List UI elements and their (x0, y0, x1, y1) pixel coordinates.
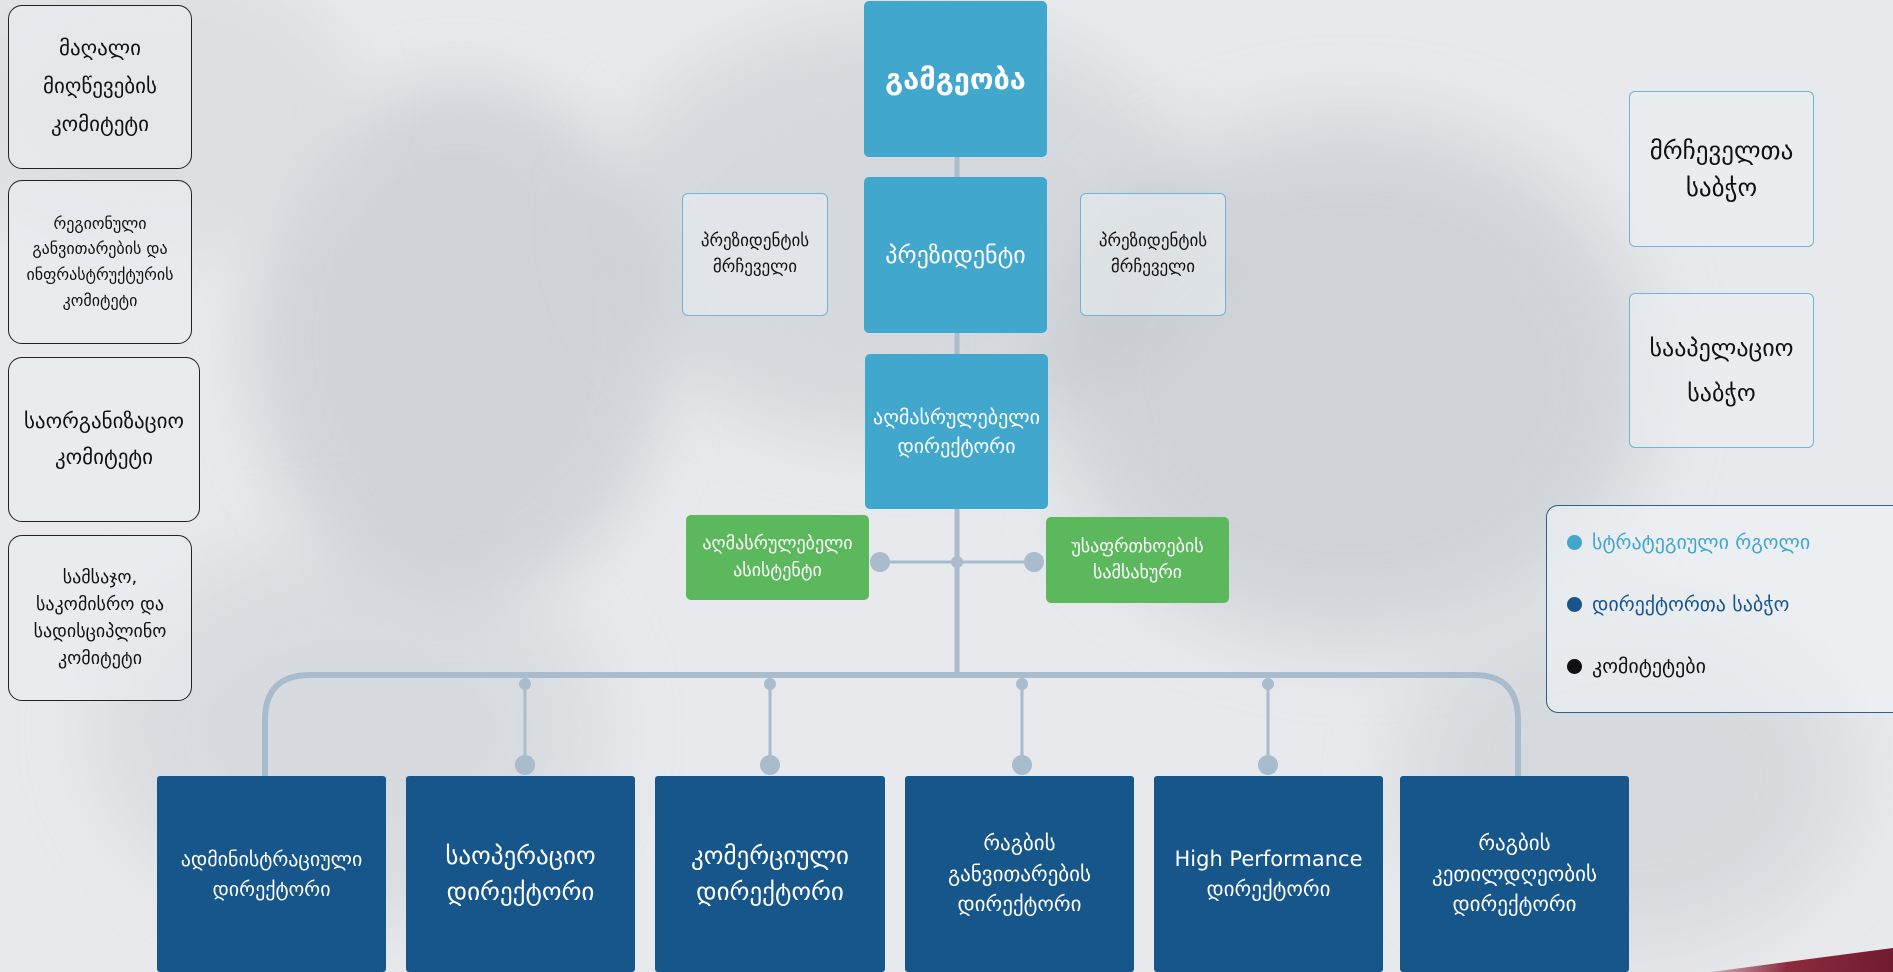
advisory-council-box: მრჩეველთა საბჭო (1629, 91, 1814, 247)
director-high-performance: High Performance დირექტორი (1154, 776, 1383, 972)
committee-judicial-disciplinary: სამსაჯო, საკომისრო და სადისციპლინო კომიტ… (8, 535, 192, 701)
director-operations: საოპერაციო დირექტორი (406, 776, 635, 972)
board-box: გამგეობა (864, 1, 1047, 157)
director-rugby-welfare: რაგბის კეთილდღეობის დირექტორი (1400, 776, 1629, 972)
committee-high-performance: მაღალი მიღწევების კომიტეტი (8, 5, 192, 169)
legend-label-directors: დირექტორთა საბჭო (1592, 592, 1790, 616)
security-service-box: უსაფრთხოების სამსახური (1046, 517, 1229, 603)
committee-regional-development: რეგიონული განვითარების და ინფრასტრუქტური… (8, 180, 192, 344)
legend-dot-directors (1567, 596, 1582, 612)
director-administrative: ადმინისტრაციული დირექტორი (157, 776, 386, 972)
legend-dot-committees (1567, 658, 1582, 674)
director-rugby-development: რაგბის განვითარების დირექტორი (905, 776, 1134, 972)
legend-item-directors: დირექტორთა საბჭო (1567, 592, 1789, 616)
appeals-council-box: სააპელაციო საბჭო (1629, 293, 1814, 448)
legend-label-committees: კომიტეტები (1592, 654, 1706, 678)
legend: სტრატეგიული რგოლი დირექტორთა საბჭო კომიტ… (1546, 505, 1893, 713)
president-advisor-right: პრეზიდენტის მრჩეველი (1080, 193, 1226, 316)
president-advisor-left: პრეზიდენტის მრჩეველი (682, 193, 828, 316)
committee-organizational: საორგანიზაციო კომიტეტი (8, 357, 200, 522)
executive-director-box: აღმასრულებელი დირექტორი (865, 354, 1048, 509)
legend-item-strategic: სტრატეგიული რგოლი (1567, 530, 1810, 554)
president-box: პრეზიდენტი (864, 177, 1047, 333)
legend-dot-strategic (1567, 534, 1582, 550)
director-commercial: კომერციული დირექტორი (655, 776, 885, 972)
legend-item-committees: კომიტეტები (1567, 654, 1706, 678)
executive-assistant-box: აღმასრულებელი ასისტენტი (686, 515, 869, 600)
legend-label-strategic: სტრატეგიული რგოლი (1592, 530, 1811, 554)
